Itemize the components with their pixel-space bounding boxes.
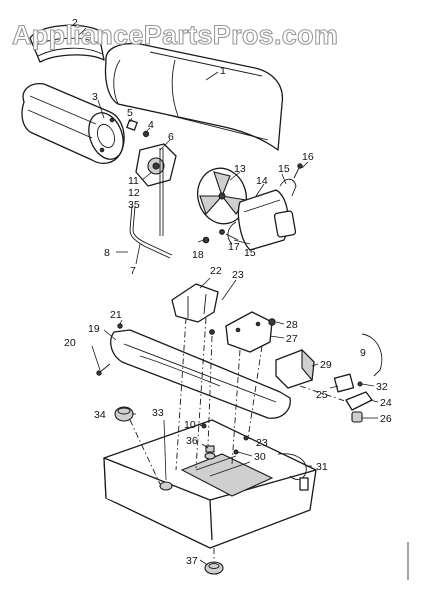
callout-3: 3 [92, 91, 98, 103]
assembly-lines [129, 317, 349, 562]
callout-24: 24 [380, 397, 392, 409]
fitting-part-30[interactable] [233, 449, 239, 455]
bracket-part-24[interactable] [345, 391, 373, 411]
callout-10: 10 [184, 419, 196, 431]
callout-8: 8 [104, 247, 110, 259]
screw-part-10[interactable] [201, 423, 207, 429]
callout-26: 26 [380, 413, 392, 425]
power-cord-part-31[interactable] [277, 453, 309, 491]
bracket-part-22[interactable] [171, 283, 219, 323]
callout-19: 19 [88, 323, 100, 335]
clip-part-15[interactable] [227, 178, 297, 245]
callout-17: 17 [228, 241, 240, 253]
fan-part-13[interactable] [192, 163, 253, 230]
callout-31: 31 [316, 461, 328, 473]
callout-34: 34 [94, 409, 106, 421]
callout-2: 2 [72, 17, 78, 29]
callout-1: 1 [220, 65, 226, 77]
callout-23-upper: 23 [232, 269, 244, 281]
callout-5: 5 [127, 107, 133, 119]
outer-shell-part-2[interactable] [29, 24, 105, 63]
callout-32: 32 [376, 381, 388, 393]
drain-plug-part-37[interactable] [204, 561, 224, 575]
ignition-unit-part-29[interactable] [275, 348, 315, 389]
callout-37: 37 [186, 555, 198, 567]
callout-30: 30 [254, 451, 266, 463]
top-shell-part-1[interactable] [104, 42, 284, 151]
callout-36: 36 [186, 435, 198, 447]
callout-29: 29 [320, 359, 332, 371]
callout-12: 12 [128, 187, 140, 199]
callout-labels: 2 1 3 5 4 6 11 12 35 13 14 15 16 17 15 1… [64, 17, 392, 567]
nut-part-18[interactable] [202, 236, 210, 244]
wire-part-9[interactable] [361, 333, 383, 377]
callout-11: 11 [128, 175, 139, 187]
switch-part-25[interactable] [333, 373, 355, 393]
watermark: AppliancePartsPros.com [12, 20, 338, 50]
callout-7: 7 [130, 265, 136, 277]
callout-13: 13 [234, 163, 246, 175]
screw-part-4[interactable] [142, 130, 150, 138]
callout-35: 35 [128, 199, 140, 211]
screw-part-21[interactable] [117, 323, 123, 329]
screw-part-20[interactable] [96, 363, 111, 376]
fuel-line-part-7[interactable] [129, 205, 173, 259]
callout-16: 16 [302, 151, 314, 163]
knob-part-28[interactable] [268, 318, 276, 326]
fuel-tank-part-33[interactable] [103, 419, 317, 549]
fitting-part-5[interactable] [126, 119, 138, 131]
callout-18: 18 [192, 249, 204, 261]
screw-part-16[interactable] [293, 163, 303, 179]
motor-part-14[interactable] [237, 189, 297, 251]
lower-shell-part-19[interactable] [110, 329, 291, 419]
callout-9: 9 [360, 347, 366, 359]
screw-part-32[interactable] [357, 381, 363, 387]
callout-25: 25 [316, 389, 328, 401]
control-bracket-part-27[interactable] [225, 311, 273, 353]
cap-part-34[interactable] [114, 406, 134, 422]
callout-28: 28 [286, 319, 298, 331]
callout-21: 21 [110, 309, 122, 321]
callout-20: 20 [64, 337, 76, 349]
leader-lines [75, 27, 409, 580]
callout-6: 6 [168, 131, 174, 143]
fitting-part-36[interactable] [205, 445, 215, 453]
callout-14: 14 [256, 175, 268, 187]
callout-27: 27 [286, 333, 298, 345]
screw-part-23-upper[interactable] [209, 329, 215, 335]
callout-15-upper: 15 [278, 163, 290, 175]
callout-33: 33 [152, 407, 164, 419]
screw-part-23-lower[interactable] [243, 435, 249, 441]
knob-part-26[interactable] [351, 411, 363, 423]
callout-4: 4 [148, 119, 154, 131]
nut-part-17[interactable] [219, 229, 225, 235]
motor-bracket-part-11[interactable] [135, 143, 177, 236]
callout-23-lower: 23 [256, 437, 268, 449]
callout-15-lower: 15 [244, 247, 256, 259]
callout-22: 22 [210, 265, 222, 277]
combustion-chamber-part-3[interactable] [21, 83, 129, 165]
